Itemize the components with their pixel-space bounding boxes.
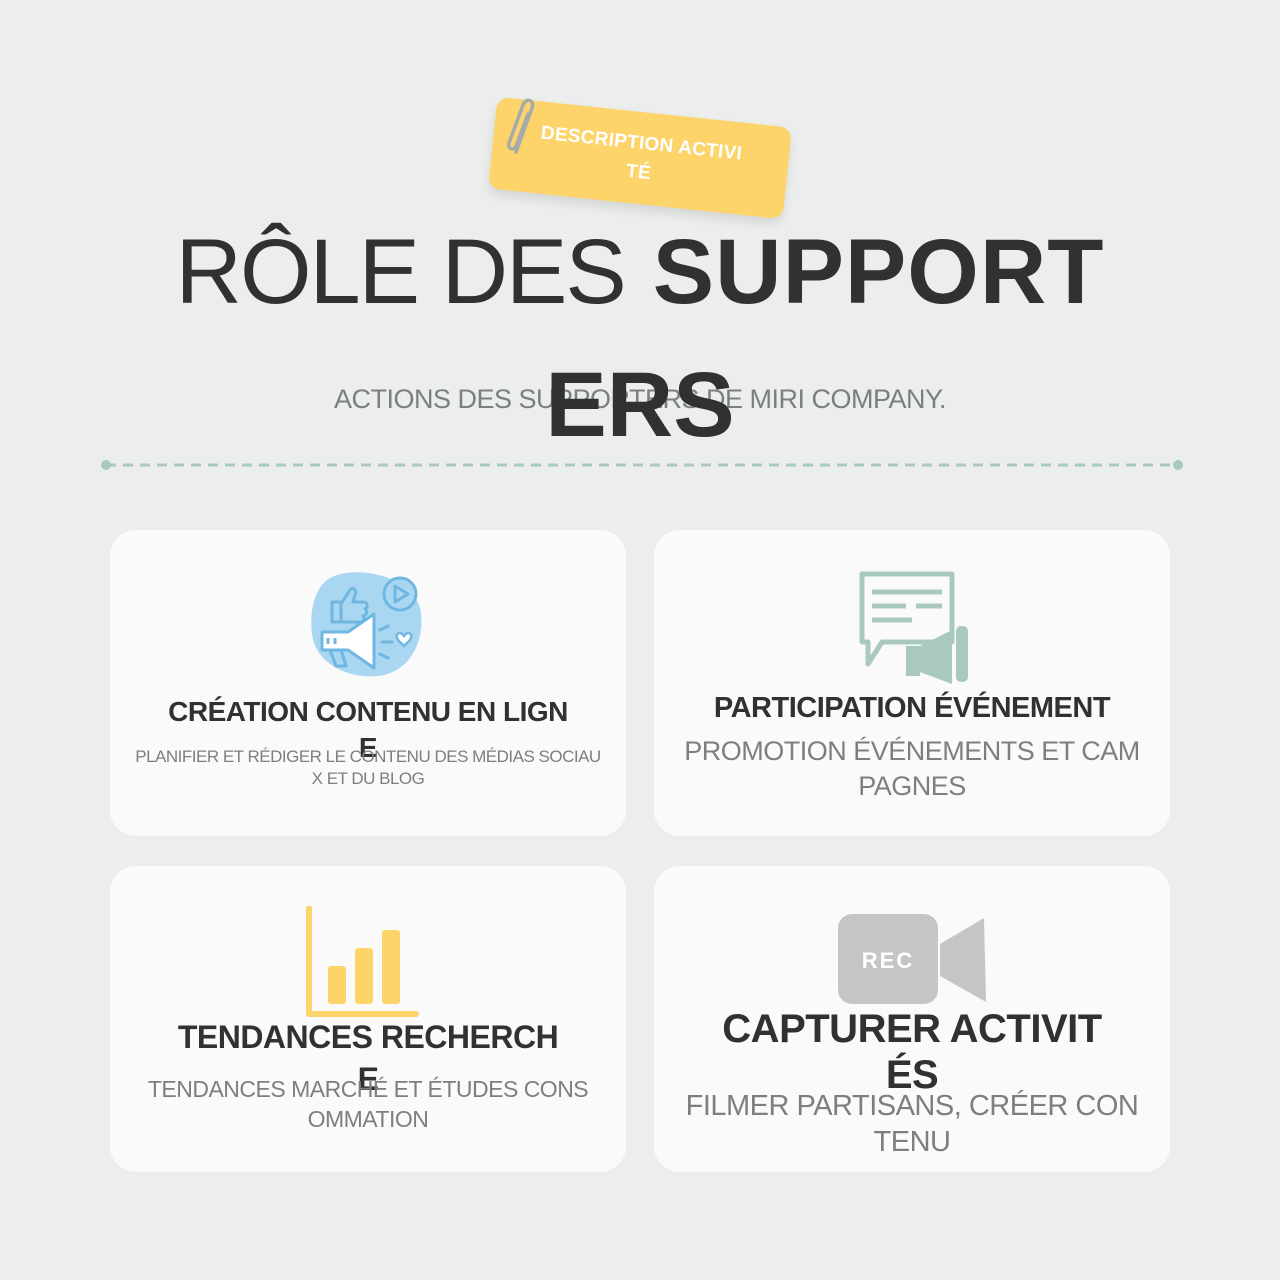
tag-label: DESCRIPTION ACTIVITÉ xyxy=(539,122,744,185)
card-title: CRÉATION CONTENU EN LIGNE xyxy=(168,696,568,763)
rec-label: REC xyxy=(862,948,914,973)
social-media-megaphone-icon xyxy=(311,572,422,677)
card-research-trends: TENDANCES RECHERCHE TENDANCES MARCHÉ ET … xyxy=(110,866,626,1172)
paperclip-icon xyxy=(506,98,535,154)
card-title: TENDANCES RECHERCHE xyxy=(177,1019,559,1097)
card-online-content: CRÉATION CONTENU EN LIGNE PLANIFIER ET R… xyxy=(110,530,626,836)
card-description: FILMER PARTISANS, CRÉER CONTENU xyxy=(685,1090,1139,1158)
card-description: PLANIFIER ET RÉDIGER LE CONTENU DES MÉDI… xyxy=(135,747,601,788)
announcement-board-icon xyxy=(859,571,968,684)
title-continuation: ERS xyxy=(545,354,735,456)
video-camera-icon: REC xyxy=(838,914,986,1004)
page-subtitle: ACTIONS DES SUPPORTERS DE MIRI COMPANY. xyxy=(333,384,947,414)
title-bold: SUPPORT xyxy=(652,221,1105,323)
dashed-divider xyxy=(101,460,1183,470)
card-event-participation: PARTICIPATION ÉVÉNEMENT PROMOTION ÉVÉNEM… xyxy=(654,530,1170,836)
title-light: RÔLE DES xyxy=(175,221,627,323)
card-description: PROMOTION ÉVÉNEMENTS ET CAMPAGNES xyxy=(684,736,1140,801)
bar-chart-icon xyxy=(306,906,419,1017)
card-description: TENDANCES MARCHÉ ET ÉTUDES CONSOMMATION xyxy=(147,1076,589,1132)
card-capture-activities: REC CAPTURER ACTIVITÉS FILMER PARTISANS,… xyxy=(654,866,1170,1172)
card-title: PARTICIPATION ÉVÉNEMENT xyxy=(713,692,1111,724)
card-title: CAPTURER ACTIVITÉS xyxy=(722,1007,1102,1097)
